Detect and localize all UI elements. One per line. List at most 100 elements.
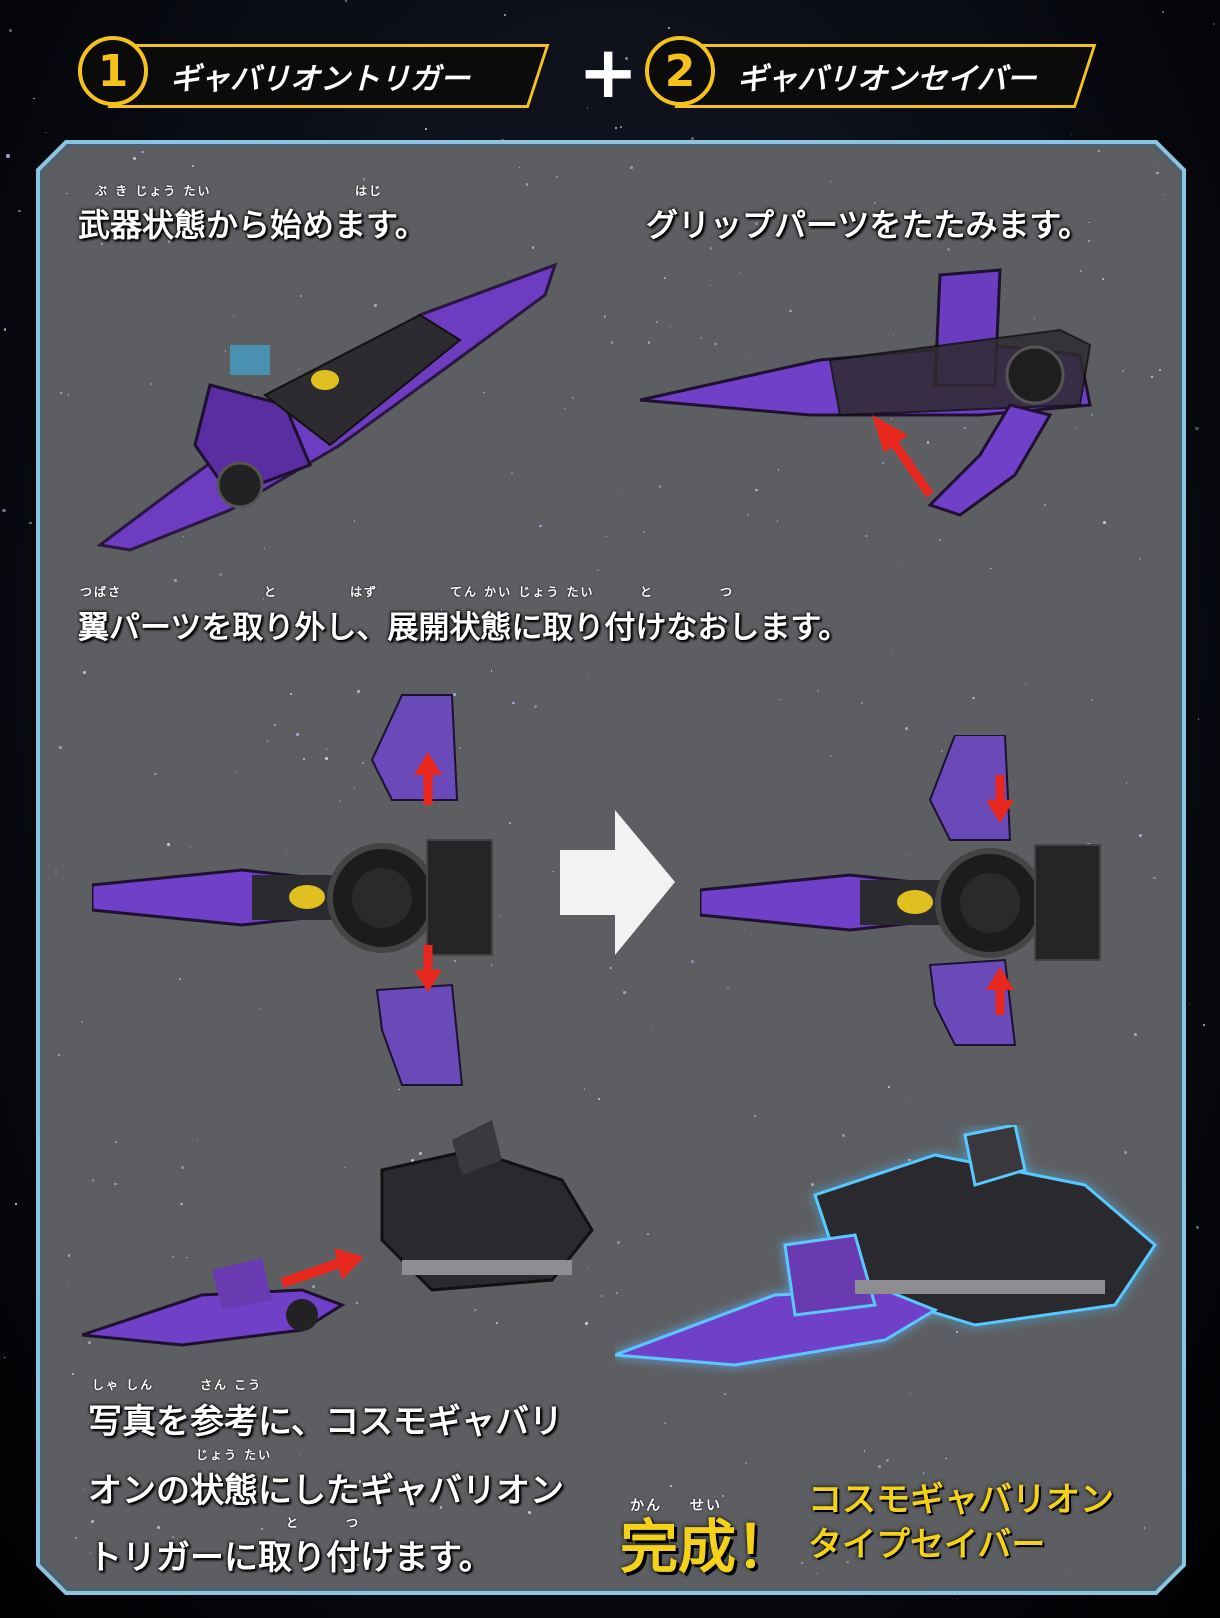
panel-speckle (816, 689, 820, 693)
step4-line-2: オンの状態にしたギャバリオン (88, 1471, 564, 1511)
star-dot (1202, 1023, 1206, 1027)
panel-speckle (192, 165, 195, 168)
panel-speckle (1139, 558, 1142, 561)
panel-speckle (496, 1321, 499, 1324)
panel-speckle (776, 520, 778, 522)
panel-speckle (926, 441, 930, 444)
panel-speckle (842, 1133, 846, 1137)
panel-speckle (1153, 876, 1156, 880)
star-dot (6, 154, 10, 158)
panel-speckle (587, 678, 589, 680)
star-dot (9, 29, 12, 32)
star-dot (586, 107, 589, 109)
complete-label: 完成！ (620, 1513, 795, 1581)
panel-speckle (290, 692, 293, 695)
panel-speckle (714, 342, 717, 346)
panel-speckle (82, 671, 86, 674)
step3-ruby-5: と (640, 585, 655, 599)
star-dot (1195, 426, 1199, 431)
panel-speckle (167, 843, 171, 846)
panel-speckle (658, 485, 662, 488)
panel-speckle (1121, 369, 1124, 372)
star-dot (425, 128, 428, 131)
panel-speckle (230, 1562, 233, 1565)
panel-speckle (609, 966, 612, 970)
panel-speckle (801, 1562, 803, 1564)
panel-speckle (892, 334, 894, 337)
panel-speckle (260, 1527, 264, 1530)
star-dot (615, 126, 618, 129)
panel-speckle (269, 624, 272, 627)
panel-speckle (777, 469, 780, 471)
panel-speckle (510, 471, 514, 475)
step4-ruby-1: しゃ しん (92, 1378, 155, 1392)
panel-speckle (1134, 1033, 1137, 1036)
panel-speckle (922, 1472, 924, 1474)
panel-speckle (325, 757, 328, 760)
star-dot (33, 97, 36, 100)
star-dot (2, 509, 6, 513)
panel-speckle (904, 727, 908, 731)
panel-speckle (311, 1285, 315, 1288)
panel-speckle (178, 978, 181, 980)
header-number-1: 1 (78, 36, 148, 106)
panel-speckle (218, 572, 222, 576)
panel-speckle (816, 1572, 818, 1574)
header-label-1: ギャバリオントリガー (170, 62, 470, 97)
panel-speckle (161, 233, 163, 235)
star-dot (503, 13, 506, 16)
panel-speckle (1158, 369, 1161, 372)
toy-wings-expanded-image (700, 735, 1101, 1046)
panel-speckle (343, 1493, 346, 1495)
panel-speckle (647, 341, 651, 344)
panel-speckle (217, 618, 220, 621)
panel-speckle (928, 1544, 931, 1547)
panel-speckle (586, 1266, 589, 1269)
toy-attach-image (82, 1120, 594, 1347)
star-dot (1070, 133, 1072, 135)
panel-speckle (274, 724, 276, 726)
complete-ruby-2: せい (690, 1498, 722, 1514)
panel-speckle (1075, 427, 1078, 429)
panel-speckle (908, 1158, 911, 1161)
panel-speckle (789, 310, 792, 313)
panel-speckle (168, 240, 171, 243)
panel-speckle (442, 1408, 445, 1412)
step2-text: グリップパーツをたたみます。 (646, 206, 1091, 244)
panel-speckle (58, 746, 62, 750)
step1-text: 武器状態から始めます。 (78, 206, 427, 244)
panel-speckle (1143, 1527, 1146, 1530)
panel-speckle (374, 303, 377, 307)
step4-ruby-3: じょう たい (196, 1448, 273, 1462)
panel-speckle (743, 353, 746, 356)
panel-speckle (81, 1020, 84, 1024)
panel-speckle (419, 1152, 422, 1156)
step3-ruby-1: つばさ (80, 585, 123, 599)
panel-speckle (439, 1505, 443, 1509)
panel-speckle (753, 1114, 757, 1117)
panel-speckle (616, 1240, 620, 1244)
star-dot (344, 0, 347, 3)
panel-speckle (411, 1158, 414, 1162)
panel-speckle (171, 1255, 175, 1259)
step4-ruby-4: と (286, 1516, 301, 1530)
step4-line-1: 写真を参考に、コスモギャバリ (88, 1402, 563, 1442)
panel-speckle (459, 746, 462, 749)
panel-speckle (1024, 683, 1026, 685)
star-dot (15, 1203, 17, 1205)
panel-speckle (236, 770, 238, 773)
panel-speckle (1090, 414, 1094, 417)
panel-speckle (140, 150, 144, 154)
panel-speckle (878, 1465, 881, 1468)
panel-speckle (743, 928, 746, 931)
panel-speckle (945, 1457, 947, 1460)
panel-speckle (630, 166, 633, 170)
star-dot (956, 1597, 958, 1600)
panel-speckle (181, 1166, 185, 1169)
panel-speckle (598, 1098, 600, 1100)
panel-speckle (531, 246, 535, 249)
panel-speckle (499, 916, 501, 918)
panel-speckle (610, 341, 614, 344)
panel-speckle (1034, 317, 1036, 320)
panel-speckle (55, 871, 58, 873)
